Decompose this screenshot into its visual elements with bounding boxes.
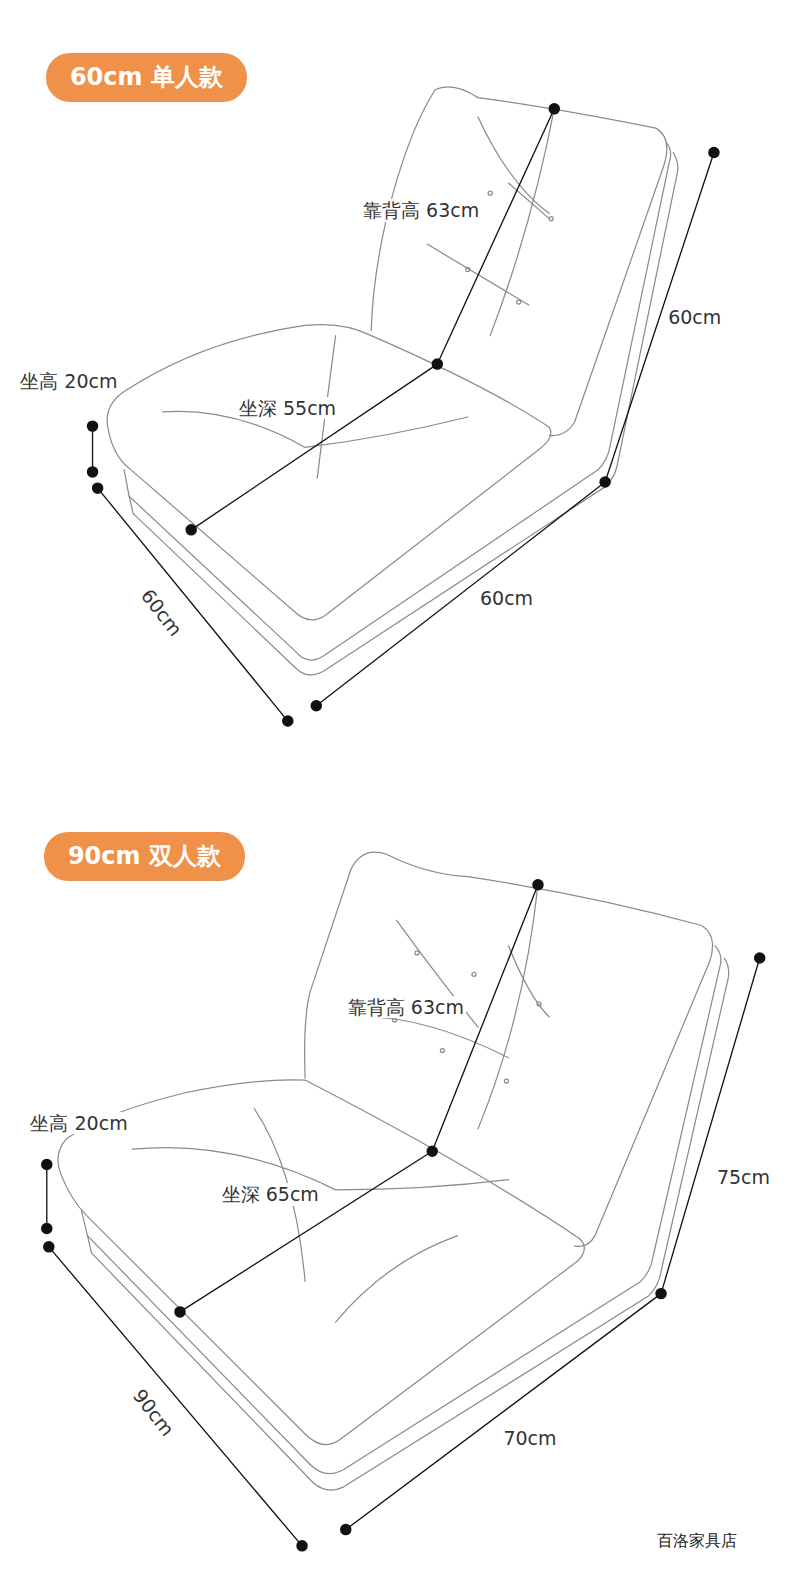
dimension-label: 70cm (501, 1427, 558, 1450)
single-chair (107, 87, 678, 675)
watermark: 百洛家具店 (655, 1531, 739, 1550)
dimension-label: 坐深 65cm (220, 1183, 321, 1206)
dimension-label: 60cm (478, 587, 535, 610)
variant-badge: 90cm 双人款 (44, 832, 245, 881)
dimension-label: 靠背高 63cm (346, 996, 466, 1019)
variant-badge: 60cm 单人款 (46, 53, 247, 102)
double-chair (58, 852, 729, 1490)
badge-text: 60cm 单人款 (70, 61, 223, 93)
badge-text: 90cm 双人款 (68, 840, 221, 872)
dimension-label: 坐深 55cm (237, 397, 338, 420)
dimension-label: 靠背高 63cm (361, 199, 481, 222)
dimension-label: 60cm (666, 306, 723, 329)
dimension-label: 90cm (127, 1383, 180, 1442)
dimension-label: 75cm (715, 1166, 772, 1189)
dimension-label: 坐高 20cm (18, 370, 119, 393)
dimension-lines (42, 104, 765, 1551)
dimension-label: 坐高 20cm (28, 1112, 129, 1135)
dimension-label: 60cm (135, 583, 188, 642)
